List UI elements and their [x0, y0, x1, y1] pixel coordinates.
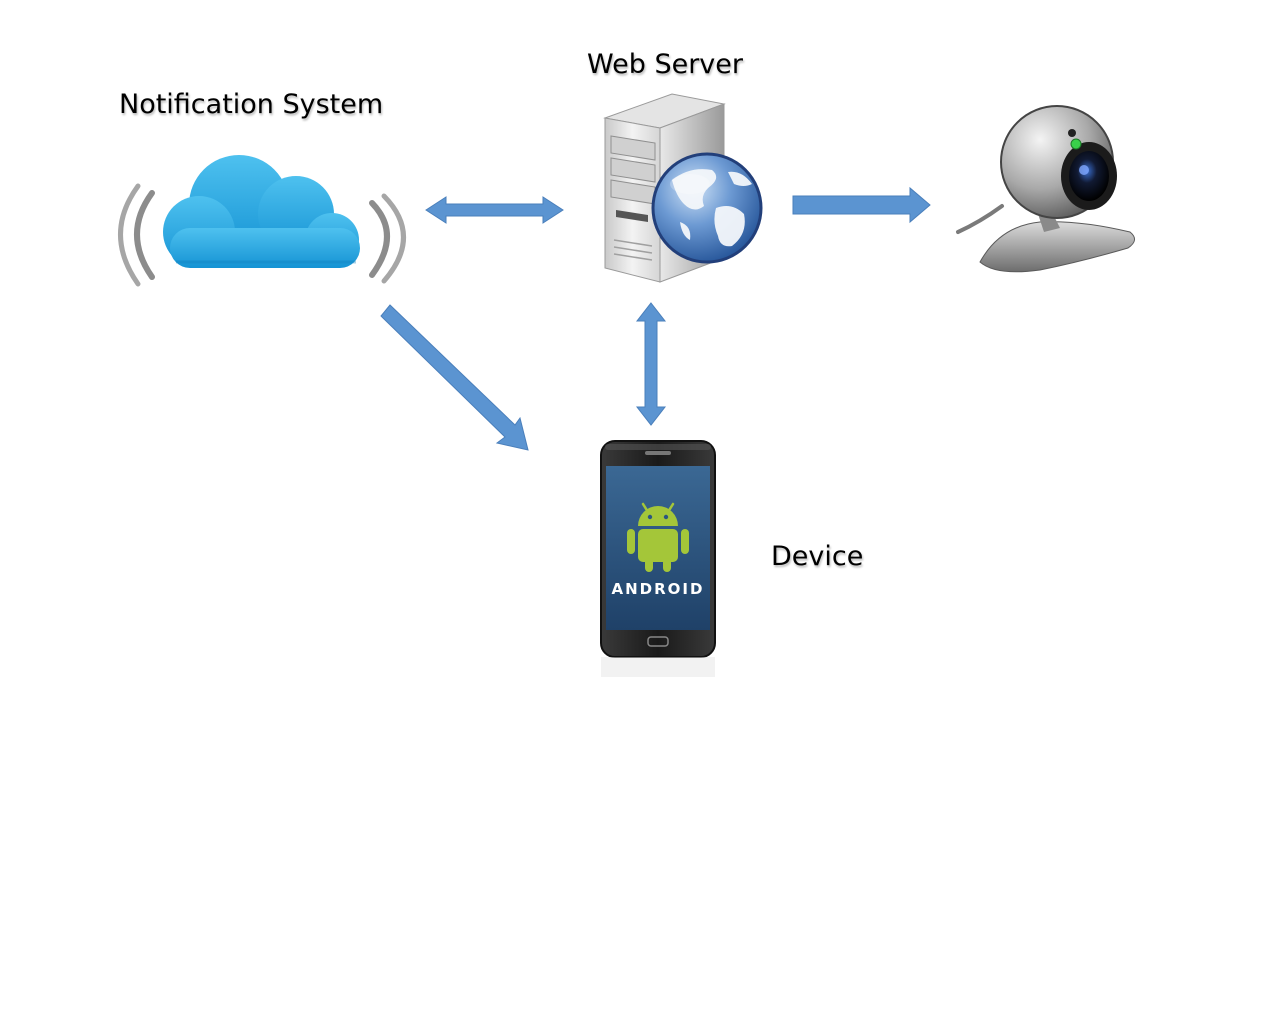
arrows	[380, 186, 931, 451]
cloud-broadcast-icon	[118, 155, 406, 287]
arrow-notification-device	[380, 304, 529, 451]
android-phone-icon: ANDROID	[600, 440, 716, 677]
web-server-globe-icon	[603, 93, 763, 283]
android-wordmark: ANDROID	[612, 580, 705, 598]
webcam-icon	[956, 105, 1135, 273]
web-server-label: Web Server	[587, 49, 743, 80]
android-robot-icon	[627, 502, 689, 572]
notification-system-label: Notification System	[119, 89, 384, 120]
arrow-notification-webserver	[425, 196, 564, 224]
arrow-webserver-webcam	[792, 186, 931, 224]
device-label: Device	[771, 541, 864, 572]
arrow-webserver-device	[635, 302, 667, 426]
